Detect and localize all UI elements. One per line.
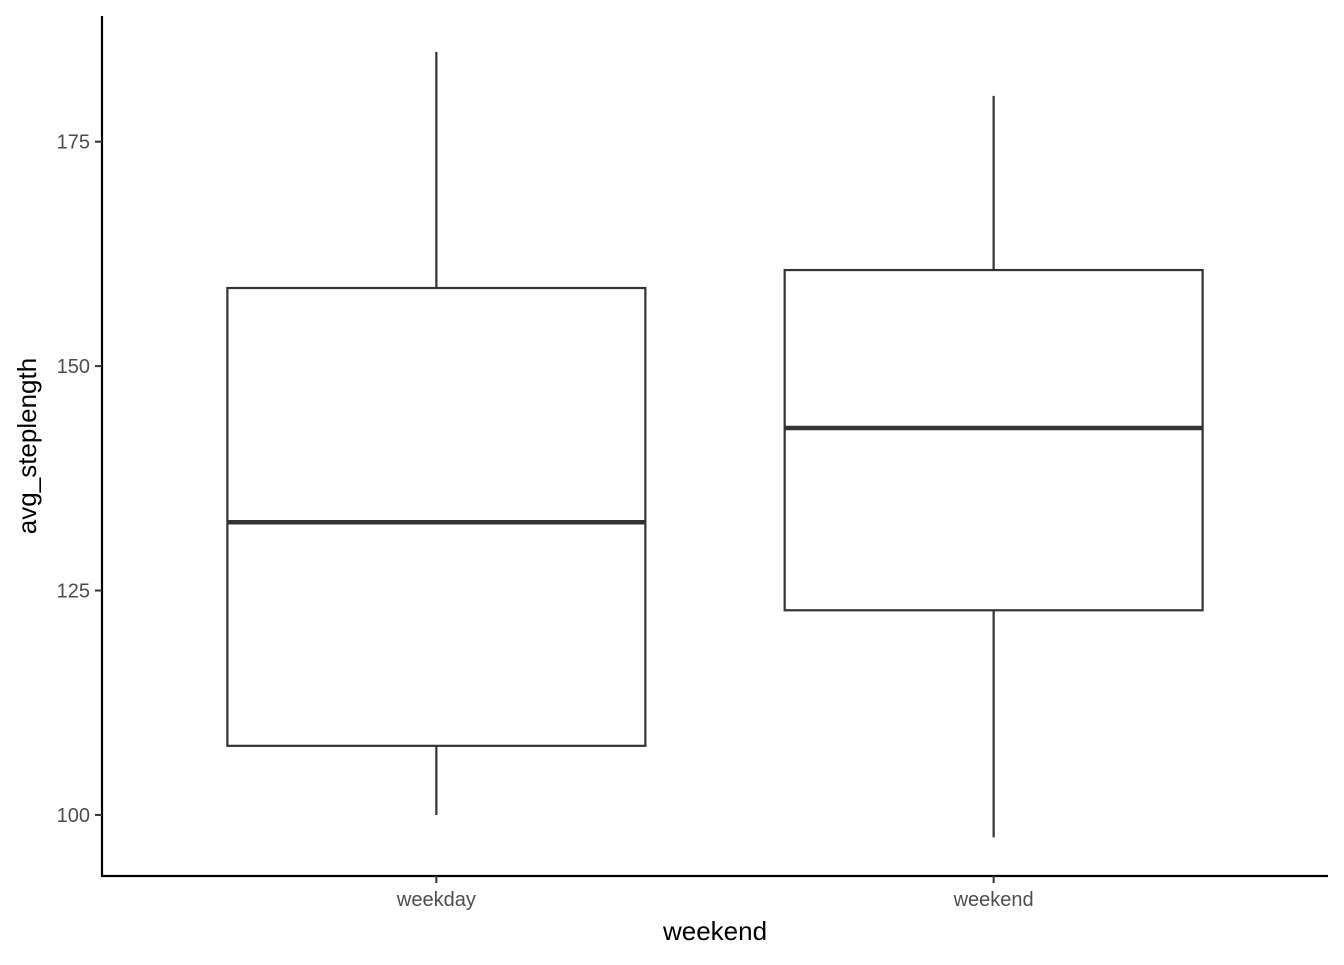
box-body [783,268,1204,612]
x-axis: weekday weekend [101,874,1328,911]
x-tick-label: weekday [396,889,476,911]
y-tick-label: 150 [57,356,90,378]
y-tick-label: 125 [57,581,90,603]
box-weekday [226,51,647,815]
y-axis-title: avg_steplength [12,358,42,534]
y-axis: 100 125 150 175 [57,16,104,877]
x-tick-label: weekend [953,889,1034,911]
boxes-layer [226,51,1204,838]
box-weekend [783,95,1204,838]
x-axis-title: weekend [662,916,767,946]
y-tick-label: 175 [57,132,90,154]
y-tick-label: 100 [57,805,90,827]
box-body [226,286,647,747]
